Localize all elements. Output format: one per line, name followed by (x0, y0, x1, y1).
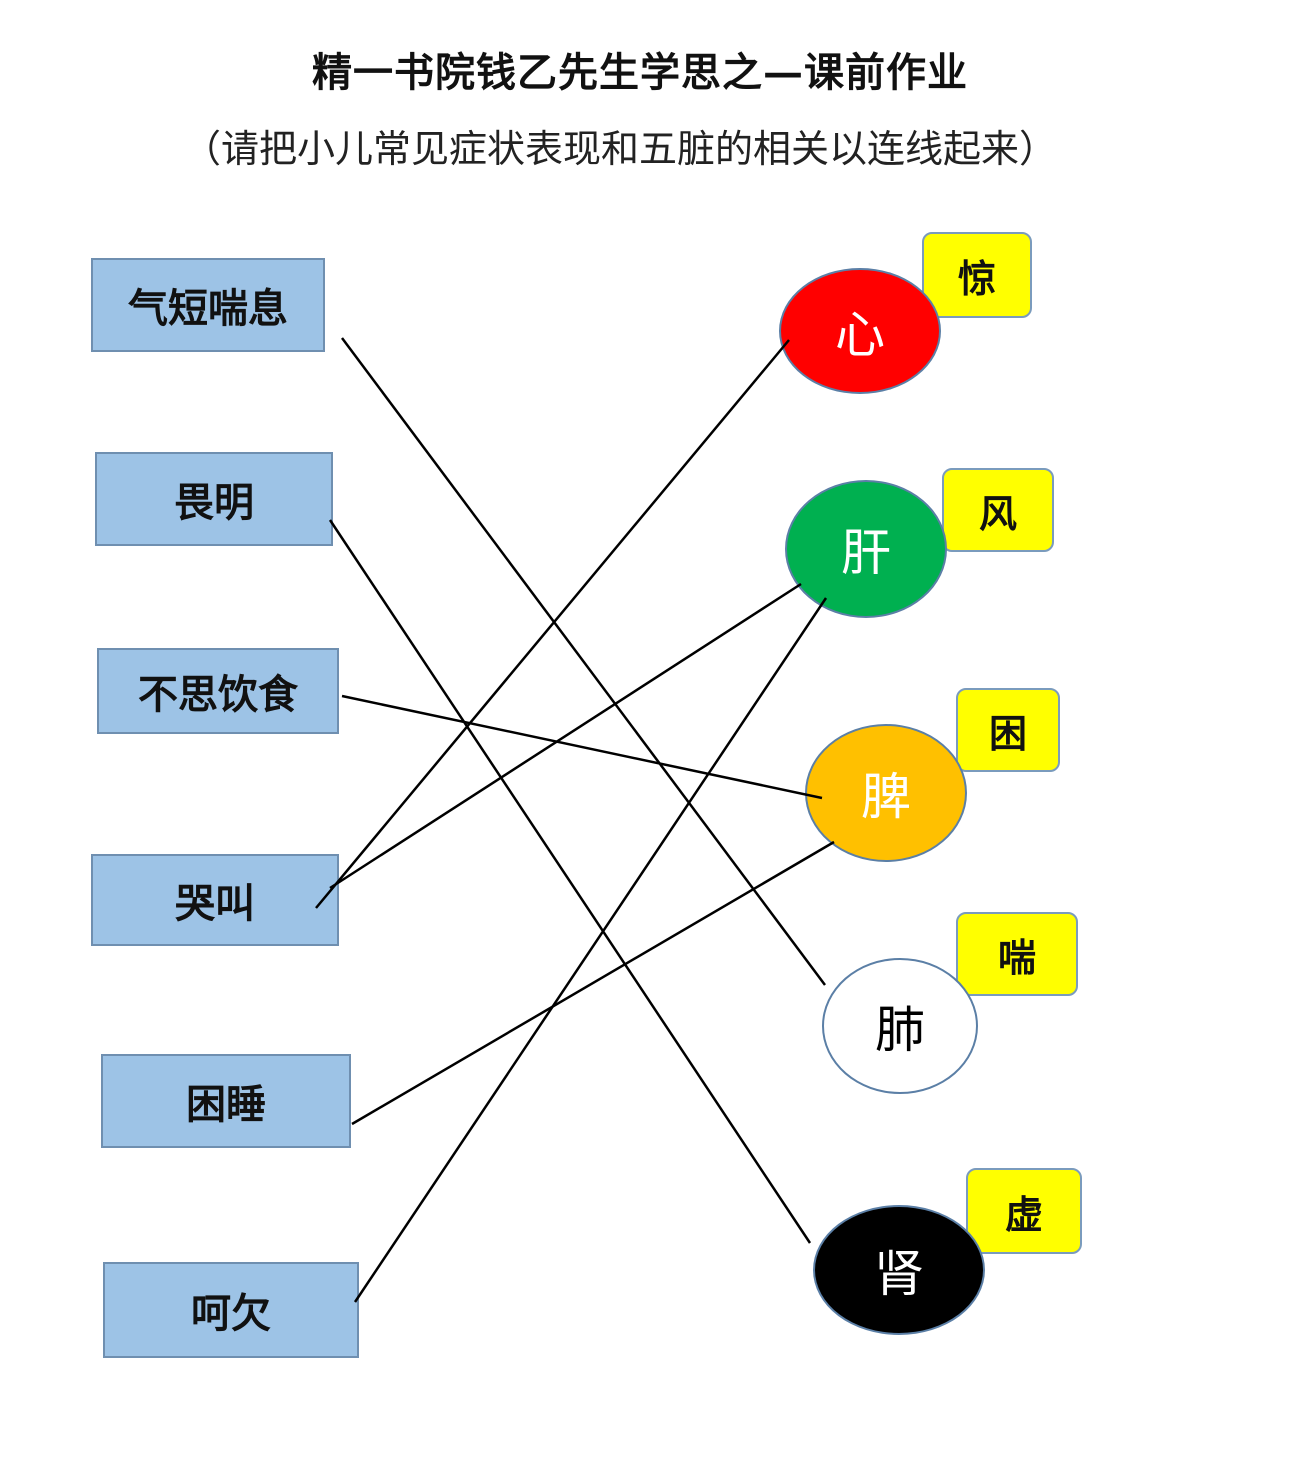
connection-line-crying-liver (329, 582, 802, 890)
organ-tag-kidney: 虚 (966, 1168, 1082, 1254)
organ-label: 肝 (841, 524, 891, 582)
connection-line-yawning-liver (353, 597, 828, 1303)
symptom-label: 不思饮食 (138, 671, 298, 718)
symptom-box-drowsiness[interactable]: 困睡 (101, 1054, 351, 1148)
symptom-label: 呵欠 (191, 1290, 271, 1337)
organ-circle-liver[interactable]: 肝 (785, 480, 947, 618)
symptom-box-shortness-of-breath[interactable]: 气短喘息 (91, 258, 325, 352)
symptom-label: 气短喘息 (128, 285, 288, 332)
organ-circle-kidney[interactable]: 肾 (813, 1205, 985, 1335)
symptom-label: 畏明 (174, 479, 254, 526)
symptom-box-yawning[interactable]: 呵欠 (103, 1262, 359, 1358)
tag-label: 风 (978, 490, 1017, 536)
connection-line-photophobia-kidney (328, 519, 812, 1244)
organ-label: 肺 (875, 1001, 925, 1059)
tag-label: 困 (988, 710, 1027, 756)
organ-tag-liver: 风 (942, 468, 1054, 552)
connection-line-shortness-of-breath-lung (340, 337, 827, 986)
tag-label: 喘 (997, 934, 1036, 980)
tag-label: 虚 (1004, 1191, 1043, 1237)
tag-label: 惊 (957, 255, 996, 301)
organ-circle-heart[interactable]: 心 (779, 268, 941, 394)
connection-line-poor-appetite-spleen (341, 694, 823, 800)
symptom-box-crying[interactable]: 哭叫 (91, 854, 339, 946)
symptom-box-photophobia[interactable]: 畏明 (95, 452, 333, 546)
organ-circle-spleen[interactable]: 脾 (805, 724, 967, 862)
organ-label: 肾 (874, 1245, 924, 1303)
organ-circle-lung[interactable]: 肺 (822, 958, 978, 1094)
page-title: 精一书院钱乙先生学思之—课前作业 (312, 49, 968, 96)
symptom-label: 困睡 (186, 1081, 266, 1128)
organ-tag-heart: 惊 (922, 232, 1032, 318)
page-subtitle: （请把小儿常见症状表现和五脏的相关以连线起来） (182, 127, 1057, 171)
organ-tag-lung: 喘 (956, 912, 1078, 996)
connection-line-drowsiness-spleen (351, 840, 835, 1126)
symptom-box-poor-appetite[interactable]: 不思饮食 (97, 648, 339, 734)
organ-label: 心 (835, 306, 885, 364)
symptom-label: 哭叫 (175, 880, 255, 927)
organ-label: 脾 (861, 768, 911, 826)
organ-tag-spleen: 困 (956, 688, 1060, 772)
connection-line-crying-heart (315, 339, 790, 909)
